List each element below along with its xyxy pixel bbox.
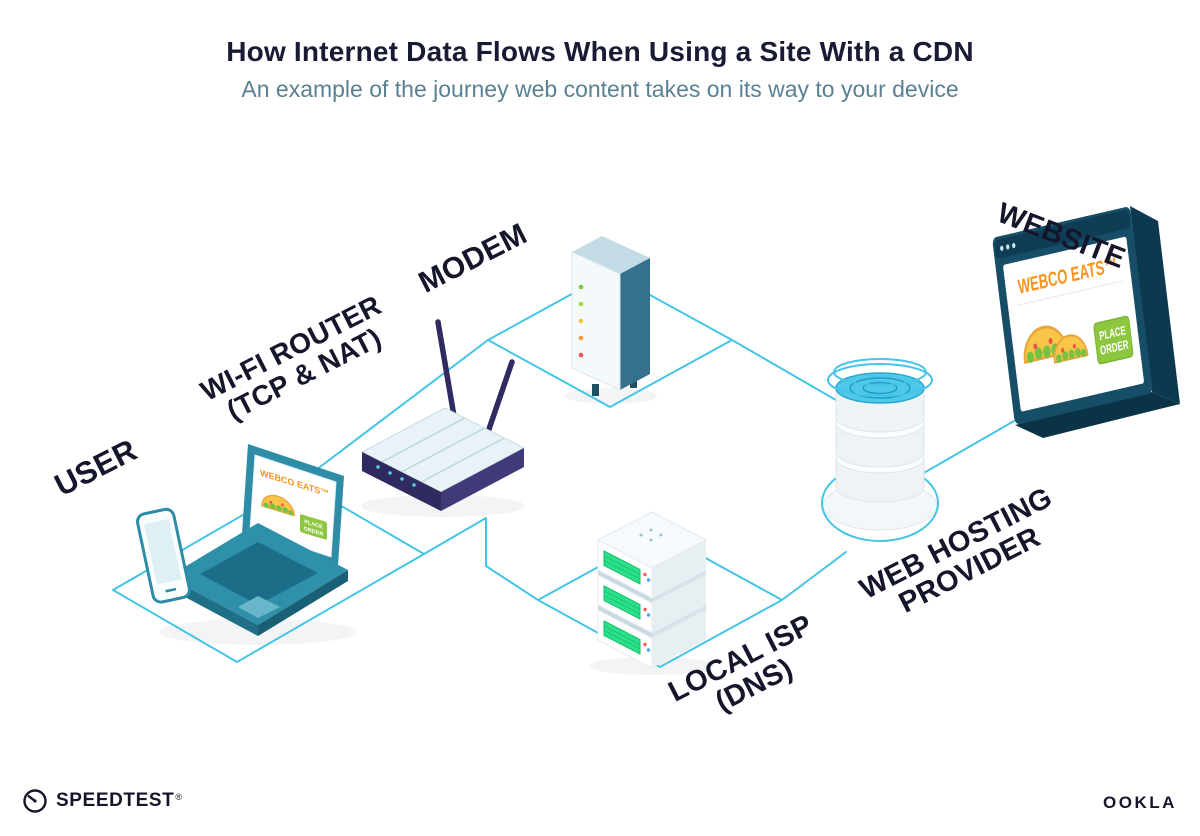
modem-top: [572, 236, 650, 274]
line-hosting-to-website: [921, 420, 1015, 475]
modem-illustration: [571, 236, 650, 396]
ookla-logo: OOKLA: [1103, 793, 1177, 813]
router-illustration: [360, 319, 526, 511]
hosting-database-illustration: [821, 358, 939, 542]
modem-leds: [578, 284, 584, 358]
page-title: How Internet Data Flows When Using a Sit…: [226, 36, 974, 67]
modem-side: [620, 258, 650, 390]
browser-titlebar: [994, 210, 1131, 259]
website-front: WEBCO EATS™ PLACE ORDER: [992, 206, 1153, 425]
ookla-wordmark: OOKLA: [1103, 793, 1177, 812]
laptop-order-button: [300, 514, 327, 540]
speedtest-logo: SPEEDTEST®: [22, 788, 182, 814]
speedtest-gauge-icon: [23, 789, 47, 813]
speedtest-trademark: ®: [175, 791, 183, 802]
connection-lines: [112, 272, 1015, 668]
modem-front: [571, 251, 621, 391]
browser-viewport: [1003, 236, 1144, 412]
line-modem-to-hosting: [731, 339, 849, 408]
line-router-to-modem: [299, 339, 489, 483]
phone-illustration: [136, 507, 191, 604]
place-order-button: [1093, 315, 1134, 365]
laptop-button-text-1: PLACE: [304, 519, 323, 531]
page-subtitle: An example of the journey web content ta…: [241, 76, 959, 102]
line-user-to-isp: [423, 517, 539, 601]
router-front: [362, 452, 441, 511]
router-antenna-right: [485, 359, 515, 435]
router-leds: [376, 465, 416, 487]
line-isp-to-hosting: [781, 551, 847, 601]
router-antenna-left: [435, 319, 459, 431]
website-illustration: WEBCO EATS™ PLACE ORDER: [992, 206, 1180, 438]
laptop-illustration: WEBCO EATS™ PLACE ORDER: [136, 444, 348, 636]
website-button-text-2: ORDER: [1100, 339, 1130, 359]
isp-server-illustration: [596, 511, 708, 669]
laptop-button-text-2: ORDER: [304, 526, 324, 538]
browser-window-dots: [1000, 242, 1016, 251]
speedtest-wordmark: SPEEDTEST: [56, 790, 175, 811]
laptop-trackpad: [238, 596, 280, 618]
website-button-text-1: PLACE: [1099, 325, 1127, 344]
laptop-keyboard: [200, 542, 318, 605]
